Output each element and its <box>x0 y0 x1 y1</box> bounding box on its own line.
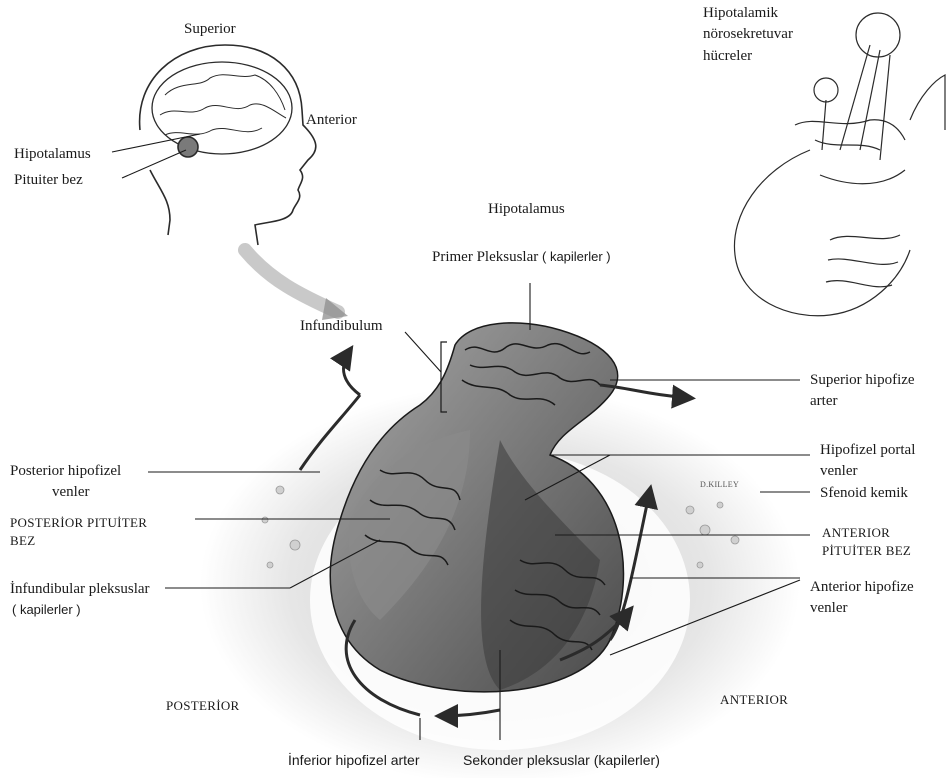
label-infundibulum: Infundibulum <box>300 317 383 335</box>
label-primer-pleksuslar: Primer Pleksuslar ( kapilerler ) <box>432 248 611 266</box>
label-posterior-pituiter-2: BEZ <box>10 532 35 550</box>
label-hipotalamus-main: Hipotalamus <box>488 200 565 218</box>
overview-arrow <box>245 250 338 312</box>
label-posterior-hipofizel-1: Posterior hipofizel <box>10 462 121 480</box>
label-artist-signature: D.KILLEY <box>700 476 739 494</box>
label-anterior-bottom: ANTERIOR <box>720 691 788 709</box>
primer-kapilerler-text: ( kapilerler ) <box>542 249 611 264</box>
head-profile <box>140 45 316 245</box>
label-hipotalamik-3: hücreler <box>703 47 752 65</box>
label-posterior-bottom: POSTERİOR <box>166 697 240 715</box>
label-anterior-head: Anterior <box>306 111 357 129</box>
label-anterior-hipofize-1: Anterior hipofize <box>810 578 914 596</box>
label-hipofizel-portal-2: venler <box>820 462 857 480</box>
label-hipofizel-portal-1: Hipofizel portal <box>820 441 915 459</box>
label-posterior-hipofizel-2: venler <box>52 483 89 501</box>
label-sfenoid-kemik: Sfenoid kemik <box>820 484 908 502</box>
label-superior-hipofize-1: Superior hipofize <box>810 371 915 389</box>
label-superior: Superior <box>184 20 236 38</box>
label-anterior-pituiter-1: ANTERIOR <box>822 524 890 542</box>
label-hipotalamus-head: Hipotalamus <box>14 145 91 163</box>
label-superior-hipofize-2: arter <box>810 392 837 410</box>
label-infundibular-kapilerler: ( kapilerler ) <box>12 602 81 618</box>
label-sekonder-pleksuslar: Sekonder pleksuslar (kapilerler) <box>463 752 660 768</box>
label-anterior-pituiter-2: PİTUİTER BEZ <box>822 542 911 560</box>
label-pituiter-bez: Pituiter bez <box>14 171 83 189</box>
label-hipotalamik-2: nörosekretuvar <box>703 25 793 43</box>
label-anterior-hipofize-2: venler <box>810 599 847 617</box>
label-hipotalamik-1: Hipotalamik <box>703 4 778 22</box>
primer-pleksuslar-text: Primer Pleksuslar <box>432 249 538 265</box>
label-infundibular-pleksuslar: İnfundibular pleksuslar <box>10 580 150 598</box>
neurosecretory-inset <box>734 13 945 316</box>
head-pituitary-dot <box>178 137 198 157</box>
label-posterior-pituiter-1: POSTERİOR PITUİTER <box>10 514 147 532</box>
label-inferior-hipofizel: İnferior hipofizel arter <box>288 752 420 768</box>
pituitary-gland <box>330 323 623 692</box>
